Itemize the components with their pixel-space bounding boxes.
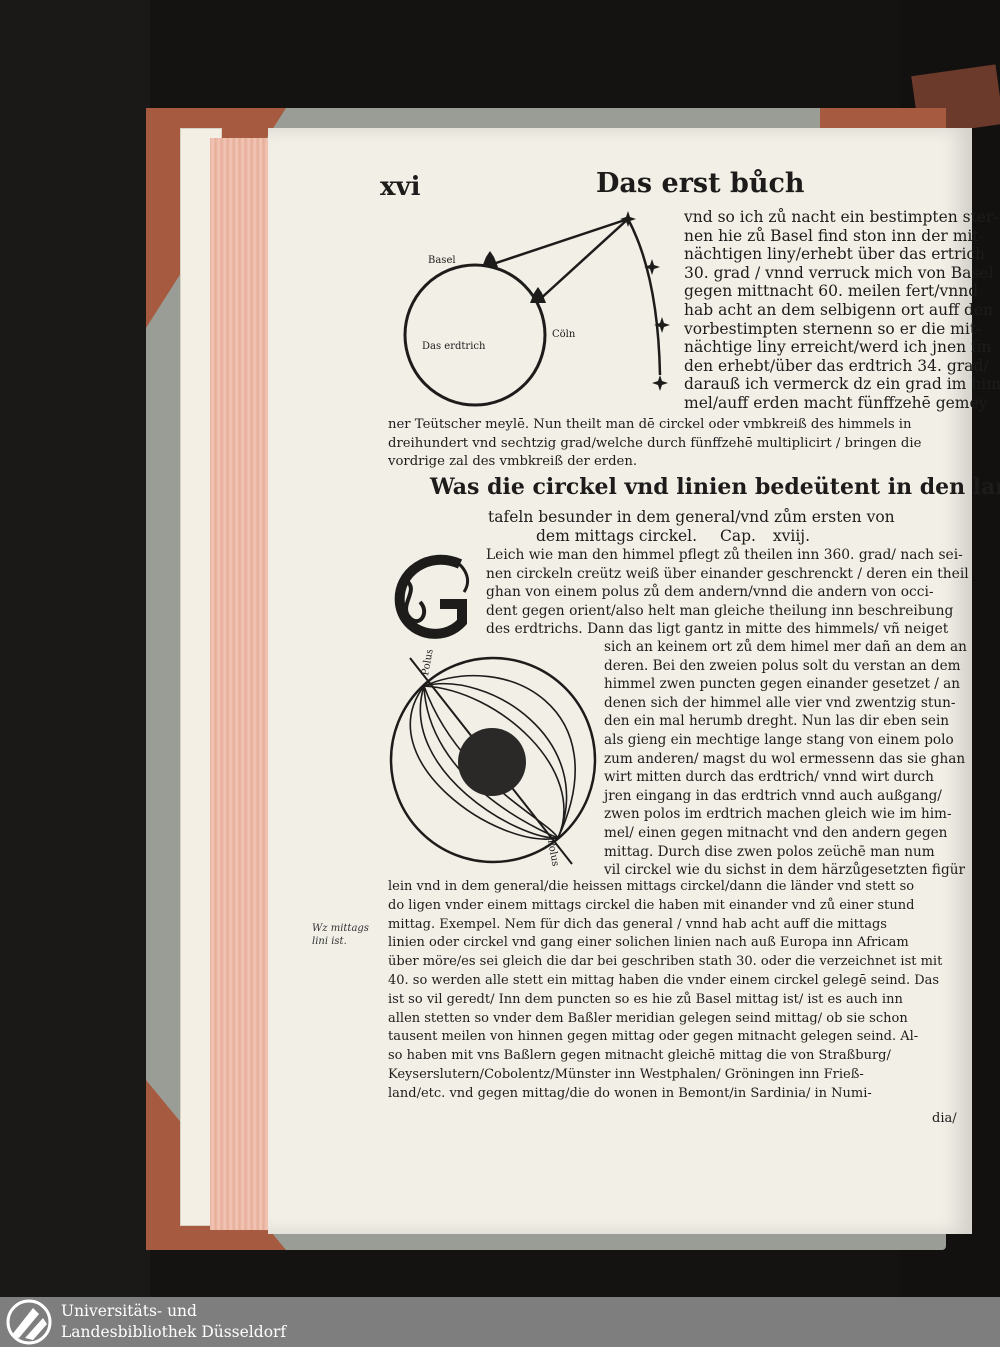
text-line: wirt mitten durch das erdtrich/ vnnd wir… bbox=[604, 769, 934, 786]
text-line: hab acht an dem selbigenn ort auff den bbox=[684, 300, 994, 319]
label-polus-bottom: Polus bbox=[545, 839, 561, 868]
text-line: vordrige zal des vmbkreiß der erden. bbox=[388, 454, 638, 470]
text-line: ist so vil geredt/ Inn dem puncten so es… bbox=[388, 991, 903, 1007]
text-line: den ein mal herumb dreght. Nun las dir e… bbox=[604, 713, 950, 730]
text-line: gegen mittnacht 60. meilen fert/vnnd bbox=[684, 282, 979, 301]
label-basel: Basel bbox=[428, 255, 456, 266]
text-line: linien oder circkel vnd gang einer solic… bbox=[388, 935, 909, 951]
background-left bbox=[0, 0, 150, 1297]
margin-note: Wz mittags lini ist. bbox=[312, 922, 369, 948]
chapter-subheading-2: dem mittags circkel. Cap. xviij. bbox=[536, 527, 810, 546]
text-line: dent gegen orient/also helt man gleiche … bbox=[486, 602, 954, 619]
paragraph-3: lein vnd in dem general/die heissen mitt… bbox=[388, 878, 942, 1104]
text-line: mittag. Durch dise zwen polos zeüchē man… bbox=[604, 843, 935, 860]
text-line: mittag. Exempel. Nem für dich das genera… bbox=[388, 916, 887, 932]
text-line: mel/ einen gegen mitnacht vnd den andern… bbox=[604, 824, 948, 841]
text-line: do ligen vnder einem mittags circkel die… bbox=[388, 897, 915, 913]
paragraph-2-side: sich an keinem ort zů dem himel mer dañ … bbox=[604, 638, 967, 880]
chapter-cap-number: xviij. bbox=[772, 527, 811, 545]
text-line: tausent meilen von hinnen gegen mittag o… bbox=[388, 1029, 919, 1045]
footer-line-1: Universitäts- und bbox=[61, 1302, 197, 1320]
text-line: vil circkel wie du sichst in dem härzůge… bbox=[604, 862, 965, 879]
label-polus-top: Polus bbox=[420, 650, 436, 677]
running-title: Das erst bůch bbox=[596, 168, 805, 199]
text-line: sich an keinem ort zů dem himel mer dañ … bbox=[604, 639, 967, 655]
text-line: Keyserslutern/Cobolentz/Münster inn West… bbox=[388, 1066, 864, 1082]
label-earth: Das erdtrich bbox=[422, 341, 486, 352]
text-line: ner Teütscher meylē. Nun theilt man dē c… bbox=[388, 417, 912, 432]
text-line: nächtigen liny/erhebt über das ertrich bbox=[684, 245, 986, 264]
text-line: dreihundert vnd sechtzig grad/welche dur… bbox=[388, 435, 922, 451]
paragraph-2: Leich wie man den himmel pflegt zů theil… bbox=[486, 546, 969, 639]
library-logo-icon bbox=[6, 1299, 52, 1345]
text-line: ghan von einem polus zů dem andern/vnnd … bbox=[486, 584, 934, 601]
footer-text: Universitäts- und Landesbibliothek Düsse… bbox=[61, 1301, 286, 1343]
text-line: nen circkeln creütz weiß über einander g… bbox=[486, 565, 969, 582]
text-line: 30. grad / vnnd verruck mich von Basel bbox=[684, 263, 994, 282]
text-line: allen stetten so vnder dem Baßler meridi… bbox=[388, 1010, 908, 1026]
text-line: des erdtrichs. Dann das ligt gantz in mi… bbox=[486, 621, 949, 638]
paragraph-1: vnd so ich zů nacht ein bestimpten ster-… bbox=[684, 208, 1000, 413]
text-line: 40. so werden alle stett ein mittag habe… bbox=[388, 972, 940, 988]
text-line: so haben mit vns Baßlern gegen mitnacht … bbox=[388, 1048, 891, 1064]
figure-globe-poles: Polus Polus bbox=[389, 650, 597, 868]
page-edge bbox=[210, 138, 272, 1230]
text-line: vnd so ich zů nacht ein bestimpten ster- bbox=[684, 208, 999, 226]
book-page bbox=[268, 128, 972, 1234]
text-line: über möre/es sei gleich die dar bei gesc… bbox=[388, 954, 943, 970]
text-line: vorbestimpten sternenn so er die mit- bbox=[684, 319, 982, 338]
margin-note-line: Wz mittags bbox=[312, 923, 369, 934]
chapter-subheading-text: dem mittags circkel. bbox=[536, 527, 698, 545]
paragraph-1-continuation: ner Teütscher meylē. Nun theilt man dē c… bbox=[388, 416, 921, 472]
label-coln: Cöln bbox=[552, 329, 576, 340]
text-line: jren eingang in das erdtrich vnnd auch a… bbox=[604, 787, 942, 804]
text-line: deren. Bei den zweien polus solt du vers… bbox=[604, 657, 961, 674]
text-line: als gieng ein mechtige lange stang von e… bbox=[604, 731, 954, 748]
text-line: himmel zwen puncten gegen einander geset… bbox=[604, 676, 961, 693]
chapter-cap-label: Cap. bbox=[720, 527, 756, 545]
decorated-initial-g bbox=[394, 554, 469, 639]
text-line: mel/auff erden macht fünffzehē gemey bbox=[684, 393, 988, 412]
text-line: lein vnd in dem general/die heissen mitt… bbox=[388, 879, 915, 894]
text-line: zum anderen/ magst du wol ermessenn das … bbox=[604, 750, 966, 767]
text-line: darauß ich vermerck dz ein grad im him bbox=[684, 375, 1000, 394]
text-line: den erhebt/über das erdtrich 34. grad/ bbox=[684, 356, 989, 375]
page-number: xvi bbox=[380, 172, 421, 202]
text-line: nen hie zů Basel find ston inn der mit- bbox=[684, 226, 984, 245]
text-line: nächtige liny erreicht/werd ich jnen fin bbox=[684, 338, 992, 357]
text-line: zwen polos im erdtrich machen gleich wie… bbox=[604, 806, 952, 823]
chapter-heading: Was die circkel vnd linien bedeütent in … bbox=[430, 474, 1000, 500]
library-footer: Universitäts- und Landesbibliothek Düsse… bbox=[0, 1297, 1000, 1347]
margin-note-line: lini ist. bbox=[312, 936, 347, 947]
catchword: dia/ bbox=[932, 1111, 957, 1126]
figure-earth-star: Basel Das erdtrich Cöln bbox=[403, 211, 670, 407]
chapter-subheading-1: tafeln besunder in dem general/vnd zům e… bbox=[488, 508, 895, 526]
text-line: land/etc. vnd gegen mittag/die do wonen … bbox=[388, 1085, 872, 1101]
footer-line-2: Landesbibliothek Düsseldorf bbox=[61, 1323, 287, 1341]
text-line: Leich wie man den himmel pflegt zů theil… bbox=[486, 547, 963, 563]
text-line: denen sich der himmel alle vier vnd zwen… bbox=[604, 694, 956, 711]
